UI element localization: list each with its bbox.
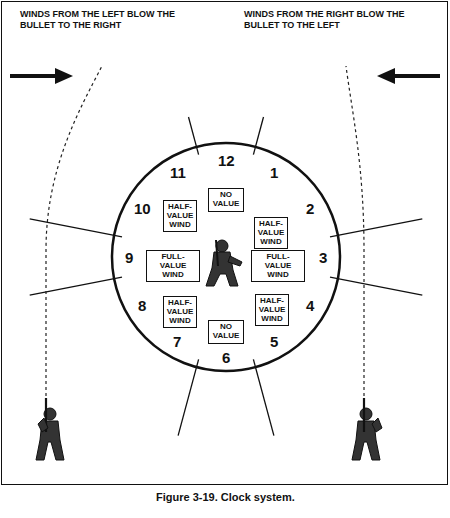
wind-arrows xyxy=(10,68,440,84)
clock-number: 5 xyxy=(269,334,279,349)
clock-number: 7 xyxy=(172,334,182,349)
clock-number: 8 xyxy=(137,298,147,313)
clock-number: 6 xyxy=(221,350,231,365)
half-value-box: HALF-VALUE WIND xyxy=(254,217,288,249)
box-text: HALF-VALUE WIND xyxy=(258,297,286,323)
box-text: NO VALUE xyxy=(211,323,241,341)
clock-number: 4 xyxy=(305,298,315,313)
half-value-box: HALF-VALUE WIND xyxy=(163,296,197,328)
clock-number: 9 xyxy=(124,250,134,265)
box-text: NO VALUE xyxy=(211,191,241,209)
clock-number: 2 xyxy=(305,201,315,216)
bullet-trajectories xyxy=(46,66,364,396)
box-text: HALF-VALUE WIND xyxy=(166,299,194,325)
clock-number: 1 xyxy=(269,165,279,180)
left-rifleman xyxy=(36,398,64,460)
half-value-box: HALF-VALUE WIND xyxy=(163,200,197,232)
wind-note: WINDS FROM THE LEFT BLOW THE BULLET TO T… xyxy=(20,9,198,32)
clock-number: 11 xyxy=(169,165,187,180)
full-value-box: FULL-VALUE WIND xyxy=(251,250,305,282)
center-rifleman xyxy=(206,240,242,286)
box-text: HALF-VALUE WIND xyxy=(257,220,285,246)
figure-frame xyxy=(2,2,448,485)
box-text: FULL-VALUE WIND xyxy=(254,253,302,279)
no-value-box: NO VALUE xyxy=(208,188,244,212)
no-value-box: NO VALUE xyxy=(208,320,244,344)
full-value-box: FULL-VALUE WIND xyxy=(146,250,200,282)
half-value-box: HALF-VALUE WIND xyxy=(255,294,289,326)
clock-circle xyxy=(112,143,340,371)
clock-number: 3 xyxy=(318,250,328,265)
wind-note: WINDS FROM THE RIGHT BLOW THE BULLET TO … xyxy=(244,9,436,32)
clock-number: 12 xyxy=(217,153,236,168)
box-text: HALF-VALUE WIND xyxy=(166,203,194,229)
clock-number: 10 xyxy=(133,201,152,216)
right-rifleman xyxy=(352,398,382,460)
box-text: FULL-VALUE WIND xyxy=(149,253,197,279)
figure-caption: Figure 3-19. Clock system. xyxy=(156,491,295,503)
